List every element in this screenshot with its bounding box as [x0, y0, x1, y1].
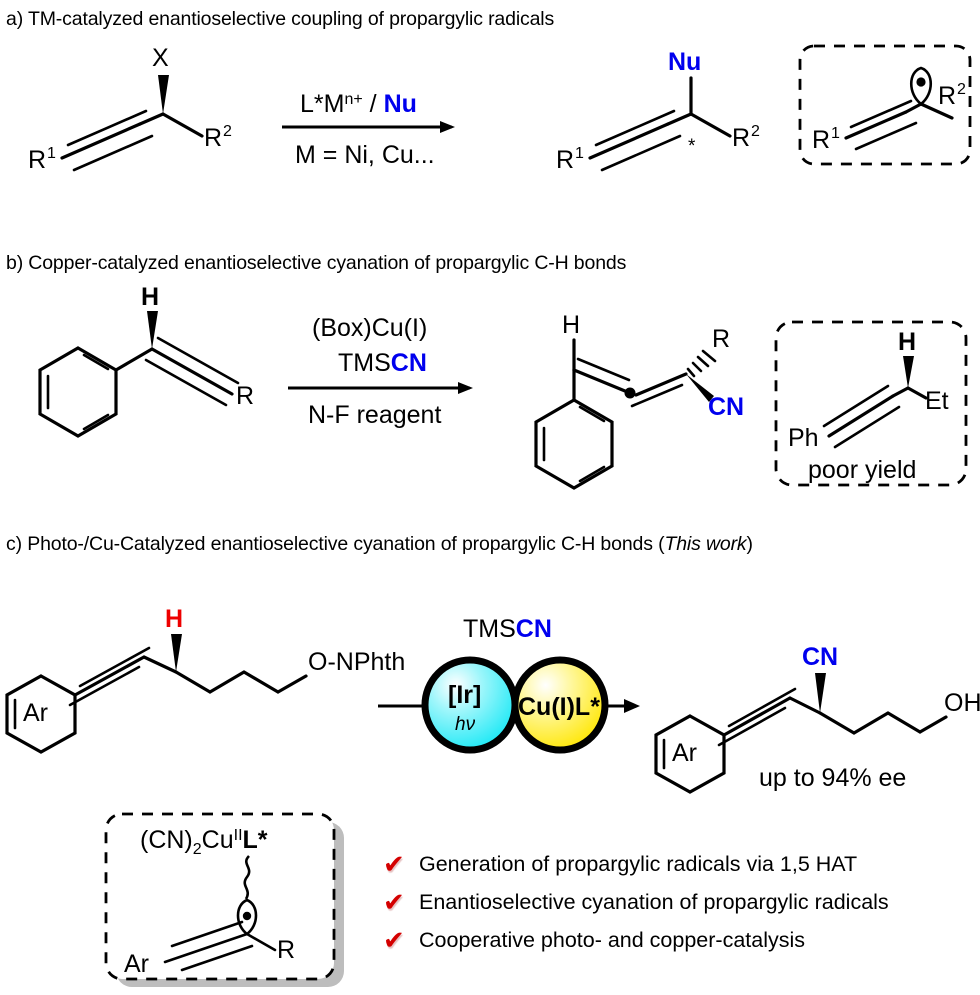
panel-c-substrate-onphth-label: O-NPhth	[308, 648, 405, 676]
panel-a-product-nu-label: Nu	[668, 48, 701, 76]
panel-b-hash-bond	[686, 349, 717, 378]
check-icon: ✔	[383, 924, 405, 955]
panel-c-box-formula: (CN)2CuIIL*	[140, 826, 268, 858]
panel-c-substrate: Ar H O-NPhth	[5, 605, 405, 754]
panel-a-box-r2-sup: 2	[957, 81, 966, 98]
panel-a-arrow: L*Mn+ / Nu M = Ni, Cu...	[282, 90, 455, 169]
panel-a-caption: a) TM-catalyzed enantioselective couplin…	[6, 8, 555, 30]
radical-lobe-icon	[909, 66, 933, 106]
panel-a-substrate-r1-sup: 1	[47, 145, 56, 162]
panel-b-box-wedge	[903, 356, 914, 388]
panel-b-box-h-label: H	[898, 328, 916, 356]
panel-b-product-cn-label: CN	[708, 393, 744, 421]
panel-a-radical-box: R 1 R 2	[798, 44, 972, 166]
panel-b-box-et-label: Et	[925, 387, 949, 415]
highlight-item: ✔ Generation of propargylic radicals via…	[383, 845, 980, 883]
panel-b-arrowhead	[458, 382, 473, 394]
panel-c-substrate-h-label: H	[165, 605, 183, 633]
phenyl-ring-icon	[38, 346, 118, 438]
panel-b-arrow: (Box)Cu(I) TMSCN N-F reagent	[288, 314, 473, 429]
panel-b-substrate: H R	[38, 283, 254, 438]
panel-c-cu-label: Cu(I)L*	[518, 693, 600, 721]
highlight-text: Cooperative photo- and copper-catalysis	[419, 927, 806, 952]
panel-c-caption-pre: c) Photo-/Cu-Catalyzed enantioselective …	[6, 533, 665, 555]
iridium-photocatalyst-circle: [Ir] hν	[421, 656, 519, 754]
panel-a-substrate-r1-label: R	[28, 146, 46, 174]
panel-a-arrow-below: M = Ni, Cu...	[295, 141, 435, 169]
highlight-text: Generation of propargylic radicals via 1…	[419, 851, 858, 876]
panel-a-dashed-box	[798, 44, 972, 166]
squiggly-bond-icon	[243, 855, 251, 900]
panel-c-dashed-box	[104, 812, 336, 981]
panel-a-substrate-r2-sup: 2	[223, 123, 232, 140]
panel-a-product-r1-label: R	[556, 146, 574, 174]
highlight-text: Enantioselective cyanation of propargyli…	[419, 889, 889, 914]
panel-b-product-r-label: R	[712, 325, 730, 353]
panel-b-substrate-r-label: R	[236, 382, 254, 410]
copper-catalyst-circle: Cu(I)L*	[511, 656, 609, 754]
panel-a-product-r2-label: R	[732, 124, 750, 152]
phenyl-ring-icon-product	[534, 398, 614, 490]
panel-b-wedge-bond	[147, 311, 158, 349]
check-icon: ✔	[383, 848, 405, 879]
panel-a-box-r1-sup: 1	[831, 125, 840, 142]
panel-c-reagent-label: TMSCN	[463, 615, 552, 643]
panel-c-intermediate-box: (CN)2CuIIL* R Ar	[104, 812, 344, 987]
panel-a-arrow-above: L*Mn+ / Nu	[300, 90, 417, 118]
panel-a-substrate: R 1 X R 2	[28, 44, 232, 174]
panel-c-substrate-wedge	[171, 634, 182, 672]
panel-b-product-wedge	[686, 374, 714, 402]
panel-c-substrate-ar-label: Ar	[23, 699, 48, 727]
panel-b-substrate-h-label: H	[141, 283, 159, 311]
panel-c-reagent-text: TMSCN	[463, 615, 552, 643]
panel-a-substrate-r2-label: R	[204, 124, 222, 152]
panel-a-arrowhead	[440, 121, 455, 133]
panel-a-box-r1-label: R	[812, 126, 830, 154]
ar-ring-icon-product: Ar	[654, 714, 726, 794]
panel-c-product: Ar CN OH	[654, 643, 980, 794]
panel-b-box-caption: poor yield	[808, 456, 916, 484]
panel-a-product: R 1 Nu * R 2	[556, 48, 760, 174]
panel-a-substrate-x-label: X	[152, 44, 169, 72]
panel-c-product-cn-label: CN	[802, 643, 838, 671]
panel-c-ee-note: up to 94% ee	[759, 764, 906, 792]
panel-b-arrow-above-line1: (Box)Cu(I)	[312, 314, 427, 342]
panel-b-arrow-above-line2: TMSCN	[338, 349, 427, 377]
panel-c-caption-thiswork: This work	[664, 533, 747, 555]
highlight-item: ✔ Enantioselective cyanation of propargy…	[383, 883, 980, 921]
panel-c-product-ar-label: Ar	[672, 739, 697, 767]
panel-b-arrow-below: N-F reagent	[308, 401, 441, 429]
check-icon: ✔	[383, 886, 405, 917]
panel-c-arrowhead	[624, 699, 640, 713]
panel-a-box-r2-label: R	[938, 82, 956, 110]
panel-b-dashed-box	[774, 320, 968, 487]
panel-c-ir-label: [Ir]	[448, 681, 481, 709]
allene-center-dot-icon	[624, 387, 636, 399]
panel-b-poor-yield-box: Ph H Et poor yield	[774, 320, 968, 487]
ar-ring-icon-substrate: Ar	[5, 674, 77, 754]
panel-c-box-ar-label: Ar	[124, 950, 149, 978]
panel-b-caption: b) Copper-catalyzed enantioselective cya…	[6, 252, 627, 274]
panel-c-product-wedge	[815, 673, 826, 713]
panel-c-ir-sublabel: hν	[455, 714, 476, 735]
panel-c-highlights-list: ✔ Generation of propargylic radicals via…	[383, 845, 980, 959]
panel-c-box-r-label: R	[277, 936, 295, 964]
panel-a-product-stereo-star: *	[688, 136, 696, 157]
panel-c-caption: c) Photo-/Cu-Catalyzed enantioselective …	[6, 533, 753, 556]
panel-b-box-ph-label: Ph	[788, 424, 819, 452]
highlight-item: ✔ Cooperative photo- and copper-catalysi…	[383, 921, 980, 959]
panel-a-product-r2-sup: 2	[751, 123, 760, 140]
panel-a-wedge-bond	[158, 75, 169, 114]
panel-a-product-r1-sup: 1	[575, 145, 584, 162]
panel-c-product-oh-label: OH	[944, 689, 980, 717]
panel-b-product: H R CN	[534, 311, 744, 490]
panel-c-caption-post: )	[746, 533, 754, 555]
panel-b-product-h-label: H	[562, 311, 580, 339]
panel-c-box-fill	[106, 814, 334, 979]
